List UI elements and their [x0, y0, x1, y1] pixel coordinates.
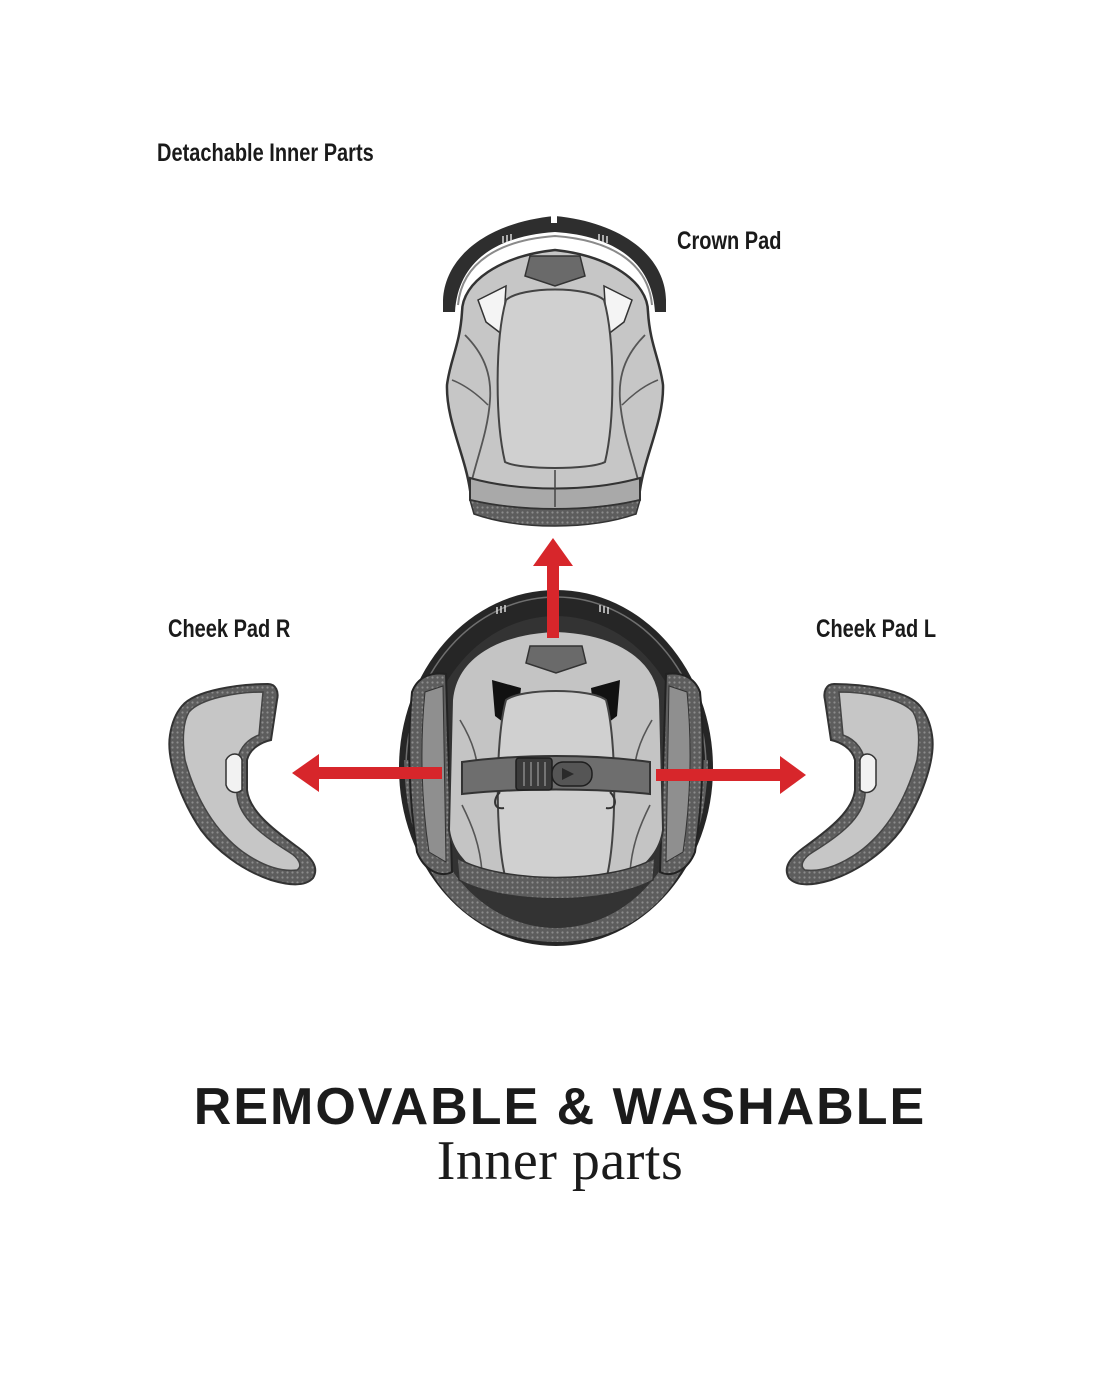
helmet-strap-hook-right: [605, 791, 616, 810]
crown-pad-top-frame: [443, 216, 666, 312]
helmet-shell-ticks: [496, 605, 609, 614]
crown-pad-seam-left-2: [451, 379, 489, 406]
helmet-strap-buckle: [515, 757, 593, 791]
crown-pad-seam-right-2: [621, 379, 659, 406]
cheek-pad-right-label: Cheek Pad R: [168, 615, 291, 643]
headline-title: REMOVABLE & WASHABLE: [193, 1078, 927, 1136]
cheek-pad-left-drawing: [785, 682, 934, 886]
crown-pad-seam-right: [618, 334, 646, 481]
crown-pad-center-panel: [496, 288, 614, 469]
crown-pad-top-strip: [524, 255, 586, 287]
cheek-pad-right-inner: [182, 691, 301, 872]
cheek-pad-right-slot: [225, 753, 243, 794]
crown-pad-seam-left: [464, 334, 492, 481]
headline-subtitle: Inner parts: [436, 1130, 684, 1192]
helmet-strap-hook-left: [494, 791, 505, 810]
helmet-bottom-view: [399, 590, 713, 946]
cheek-pad-right-drawing: [168, 682, 317, 886]
crown-pad-mesh-band: [468, 498, 642, 527]
helmet-liner-top-strip: [525, 645, 587, 674]
crown-pad-frame-ticks: [502, 234, 608, 243]
crown-pad-label: Crown Pad: [677, 227, 782, 255]
arrow-left-icon: [292, 754, 442, 792]
arrow-up-icon: [533, 538, 573, 638]
cheek-pad-left-label: Cheek Pad L: [816, 615, 937, 643]
section-title: Detachable Inner Parts: [157, 139, 374, 167]
cheek-pad-left-inner: [801, 691, 920, 872]
crown-pad-top-notch: [551, 214, 557, 223]
helmet-liner-mesh-band: [456, 856, 656, 900]
crown-pad-drawing: [443, 214, 666, 527]
arrow-right-icon: [656, 756, 806, 794]
cheek-pad-left-slot: [859, 753, 877, 794]
crown-pad-frame-inner-edge: [457, 234, 653, 306]
